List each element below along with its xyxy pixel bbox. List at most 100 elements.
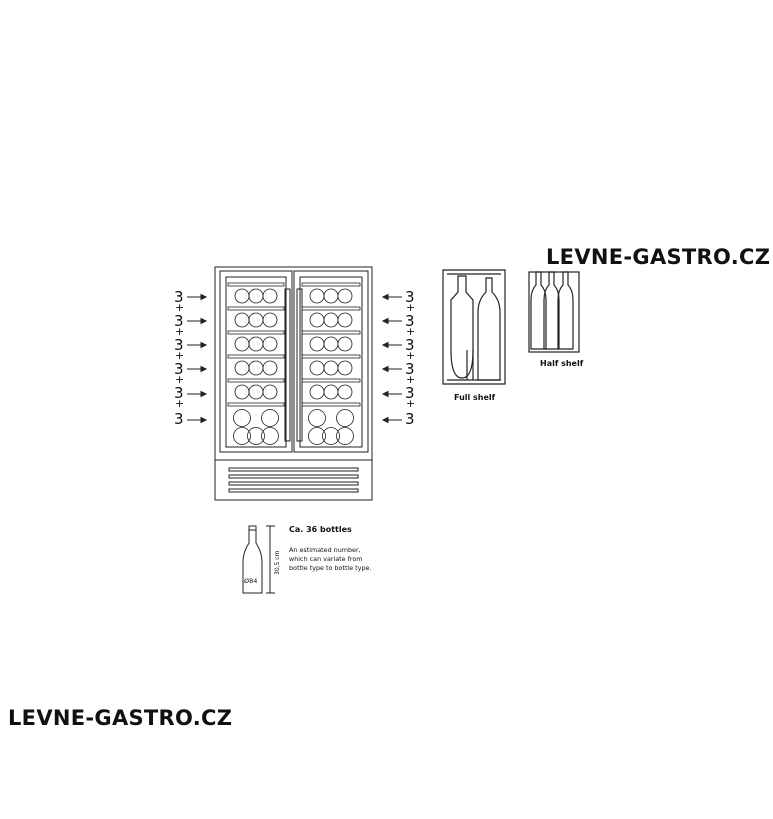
bottle-end [309,384,325,400]
capacity-count: 3 [405,384,415,402]
bottle-end [261,409,279,427]
capacity-plus: + [175,325,184,338]
shelf [227,306,285,311]
shelf [227,330,285,335]
bottle-end [234,360,250,376]
bottle-end [308,427,326,445]
brand-watermark-top: LEVNE-GASTRO.CZ [546,245,771,269]
arrow-head [381,317,389,325]
bottle-end [248,288,264,304]
shelf [227,354,285,359]
arrow-head [381,341,389,349]
capacity-count: 3 [174,312,184,330]
capacity-plus: + [406,397,415,410]
capacity-plus: + [175,301,184,314]
capacity-plus: + [406,349,415,362]
capacity-title: Ca. 36 bottles [289,525,352,534]
brand-watermark-bottom: LEVNE-GASTRO.CZ [8,706,233,730]
bottle-end [323,288,339,304]
arrow-head [381,390,389,398]
capacity-note: An estimated number, which can variate f… [289,546,389,573]
shelf [301,402,361,407]
capacity-plus: + [175,397,184,410]
bottle-end [248,336,264,352]
capacity-count: 3 [174,288,184,306]
bottle-end [309,336,325,352]
bottle-end [337,288,353,304]
bottle-end [234,384,250,400]
bottle-end [233,427,251,445]
arrow-head [381,416,389,424]
bottle-end [337,312,353,328]
capacity-count: 3 [405,288,415,306]
half-shelf-illustration [528,271,580,353]
left-door-glass [225,276,287,448]
cabinet-base [214,459,373,501]
bottle-end [261,427,279,445]
shelf [227,378,285,383]
right-door [293,270,369,453]
bottle-end [233,409,251,427]
bottle-end [247,427,265,445]
bottle-end [248,312,264,328]
capacity-count: 3 [405,312,415,330]
bottle-end [323,336,339,352]
bottle-end [308,409,326,427]
full-shelf-illustration [442,269,506,385]
shelf [301,330,361,335]
capacity-note-line: An estimated number, [289,546,361,554]
capacity-count: 3 [174,336,184,354]
bottle-end [322,427,340,445]
capacity-count: 3 [174,384,184,402]
bottle-end [262,288,278,304]
arrow-head [200,293,208,301]
grille-slot [228,474,359,479]
half-shelf-label: Half shelf [540,359,584,368]
bottle-end [336,427,354,445]
arrow-head [381,293,389,301]
bottle-end [323,312,339,328]
full-shelf-label: Full shelf [454,393,496,402]
bottle-end [336,409,354,427]
bottle-end [337,360,353,376]
capacity-plus: + [175,349,184,362]
bottle-end [248,360,264,376]
grille-slot [228,481,359,486]
arrow-head [200,365,208,373]
left-door [219,270,293,453]
bottle-end [323,384,339,400]
capacity-plus: + [406,301,415,314]
bottle-diameter-label: Ø84 [244,577,257,585]
shelf [301,282,361,287]
capacity-count: 3 [405,360,415,378]
shelf [227,402,285,407]
bottle-end [309,360,325,376]
grille-slot [228,467,359,472]
arrow-head [200,317,208,325]
bottle-end [248,384,264,400]
bottle-end [262,384,278,400]
bottle-end [309,312,325,328]
capacity-note-line: which can variate from [289,555,363,563]
bottle-end [234,312,250,328]
right-door-glass [299,276,363,448]
bottle-end [234,288,250,304]
capacity-plus: + [406,325,415,338]
bottle-end [323,360,339,376]
shelf [301,354,361,359]
capacity-note-line: bottle type to bottle type. [289,564,372,572]
bottle-end [262,360,278,376]
bottle-end [234,336,250,352]
capacity-count: 3 [174,410,184,428]
shelf [301,306,361,311]
right-handle [296,288,303,442]
capacity-plus: + [406,373,415,386]
bottle-end [309,288,325,304]
capacity-count: 3 [174,360,184,378]
shelf [301,378,361,383]
bottle-end [337,384,353,400]
bottle-dimension-drawing [242,525,275,594]
capacity-plus: + [175,373,184,386]
bottle-end [262,336,278,352]
